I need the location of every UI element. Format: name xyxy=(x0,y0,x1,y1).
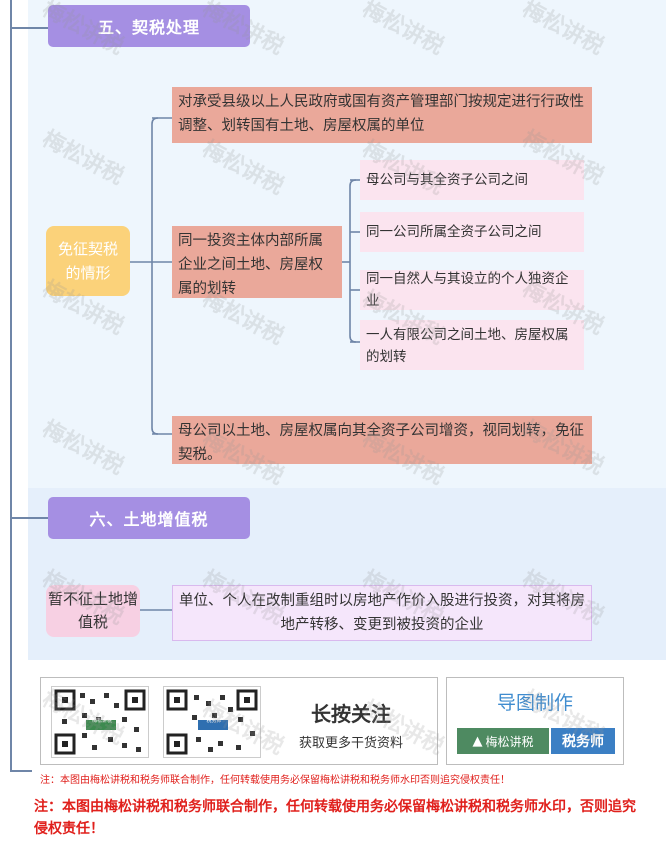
qr2-label: 税务师 xyxy=(206,718,222,724)
exemption-item-parent-capital-increase: 母公司以土地、房屋权属向其全资子公司增资，视同划转，免征契税。 xyxy=(172,416,592,464)
land-vat-main-node: 暂不征土地增值税 xyxy=(46,585,140,637)
exemption-item-government-transfer: 对承受县级以上人民政府或国有资产管理部门按规定进行行政性调整、划转国有土地、房屋… xyxy=(172,87,592,143)
tree-icon: ▲ xyxy=(472,733,483,749)
qr-code-meisong[interactable]: 梅松讲税 xyxy=(51,686,149,758)
brand-swsh-logo: 税务师 xyxy=(551,728,615,754)
follow-panel: 梅松讲税 税务师 长按关注 获取更多干货资料 xyxy=(40,677,438,765)
main-spine-connector xyxy=(10,0,12,772)
brand-left-label: 梅松讲税 xyxy=(485,734,534,749)
copyright-notice-small: 注：本图由梅松讲税和税务师联合制作，任何转载使用务必保留梅松讲税和税务师水印否则… xyxy=(40,775,510,786)
follow-title: 长按关注 xyxy=(311,702,391,726)
made-by-title: 导图制作 xyxy=(496,692,573,714)
qr-code-icon xyxy=(54,689,146,755)
qr1-label: 梅松讲税 xyxy=(91,718,112,724)
connector-to-section5 xyxy=(10,27,48,29)
made-by-panel: 导图制作 ▲ 梅松讲税 税务师 xyxy=(446,677,624,765)
sub-item-sibling-subsidiaries: 同一公司所属全资子公司之间 xyxy=(360,212,584,252)
connector-end xyxy=(10,770,32,772)
sub-item-sole-proprietorship: 同一自然人与其设立的个人独资企业 xyxy=(360,270,584,310)
exemption-main-node: 免征契税的情形 xyxy=(46,226,130,296)
exemption-item-same-investor: 同一投资主体内部所属企业之间土地、房屋权属的划转 xyxy=(172,226,342,298)
section6-title: 六、土地增值税 xyxy=(48,497,250,539)
qr-code-swsh[interactable]: 税务师 xyxy=(163,686,261,758)
section6-connector xyxy=(140,609,174,611)
brand-meisong-logo: ▲ 梅松讲税 xyxy=(457,728,549,754)
sub-item-parent-subsidiary: 母公司与其全资子公司之间 xyxy=(360,160,584,200)
connector-to-section6 xyxy=(10,517,48,519)
section5-connectors xyxy=(130,117,360,435)
land-vat-item-restructuring: 单位、个人在改制重组时以房地产作价入股进行投资，对其将房地产转移、变更到被投资的… xyxy=(172,585,592,641)
section5-title: 五、契税处理 xyxy=(48,5,250,47)
follow-subtitle: 获取更多干货资料 xyxy=(298,736,403,751)
copyright-notice: 注：本图由梅松讲税和税务师联合制作，任何转载使用务必保留梅松讲税和税务师水印，否… xyxy=(34,799,636,837)
qr-code-icon xyxy=(166,689,258,755)
sub-item-one-person-company: 一人有限公司之间土地、房屋权属的划转 xyxy=(360,320,584,370)
